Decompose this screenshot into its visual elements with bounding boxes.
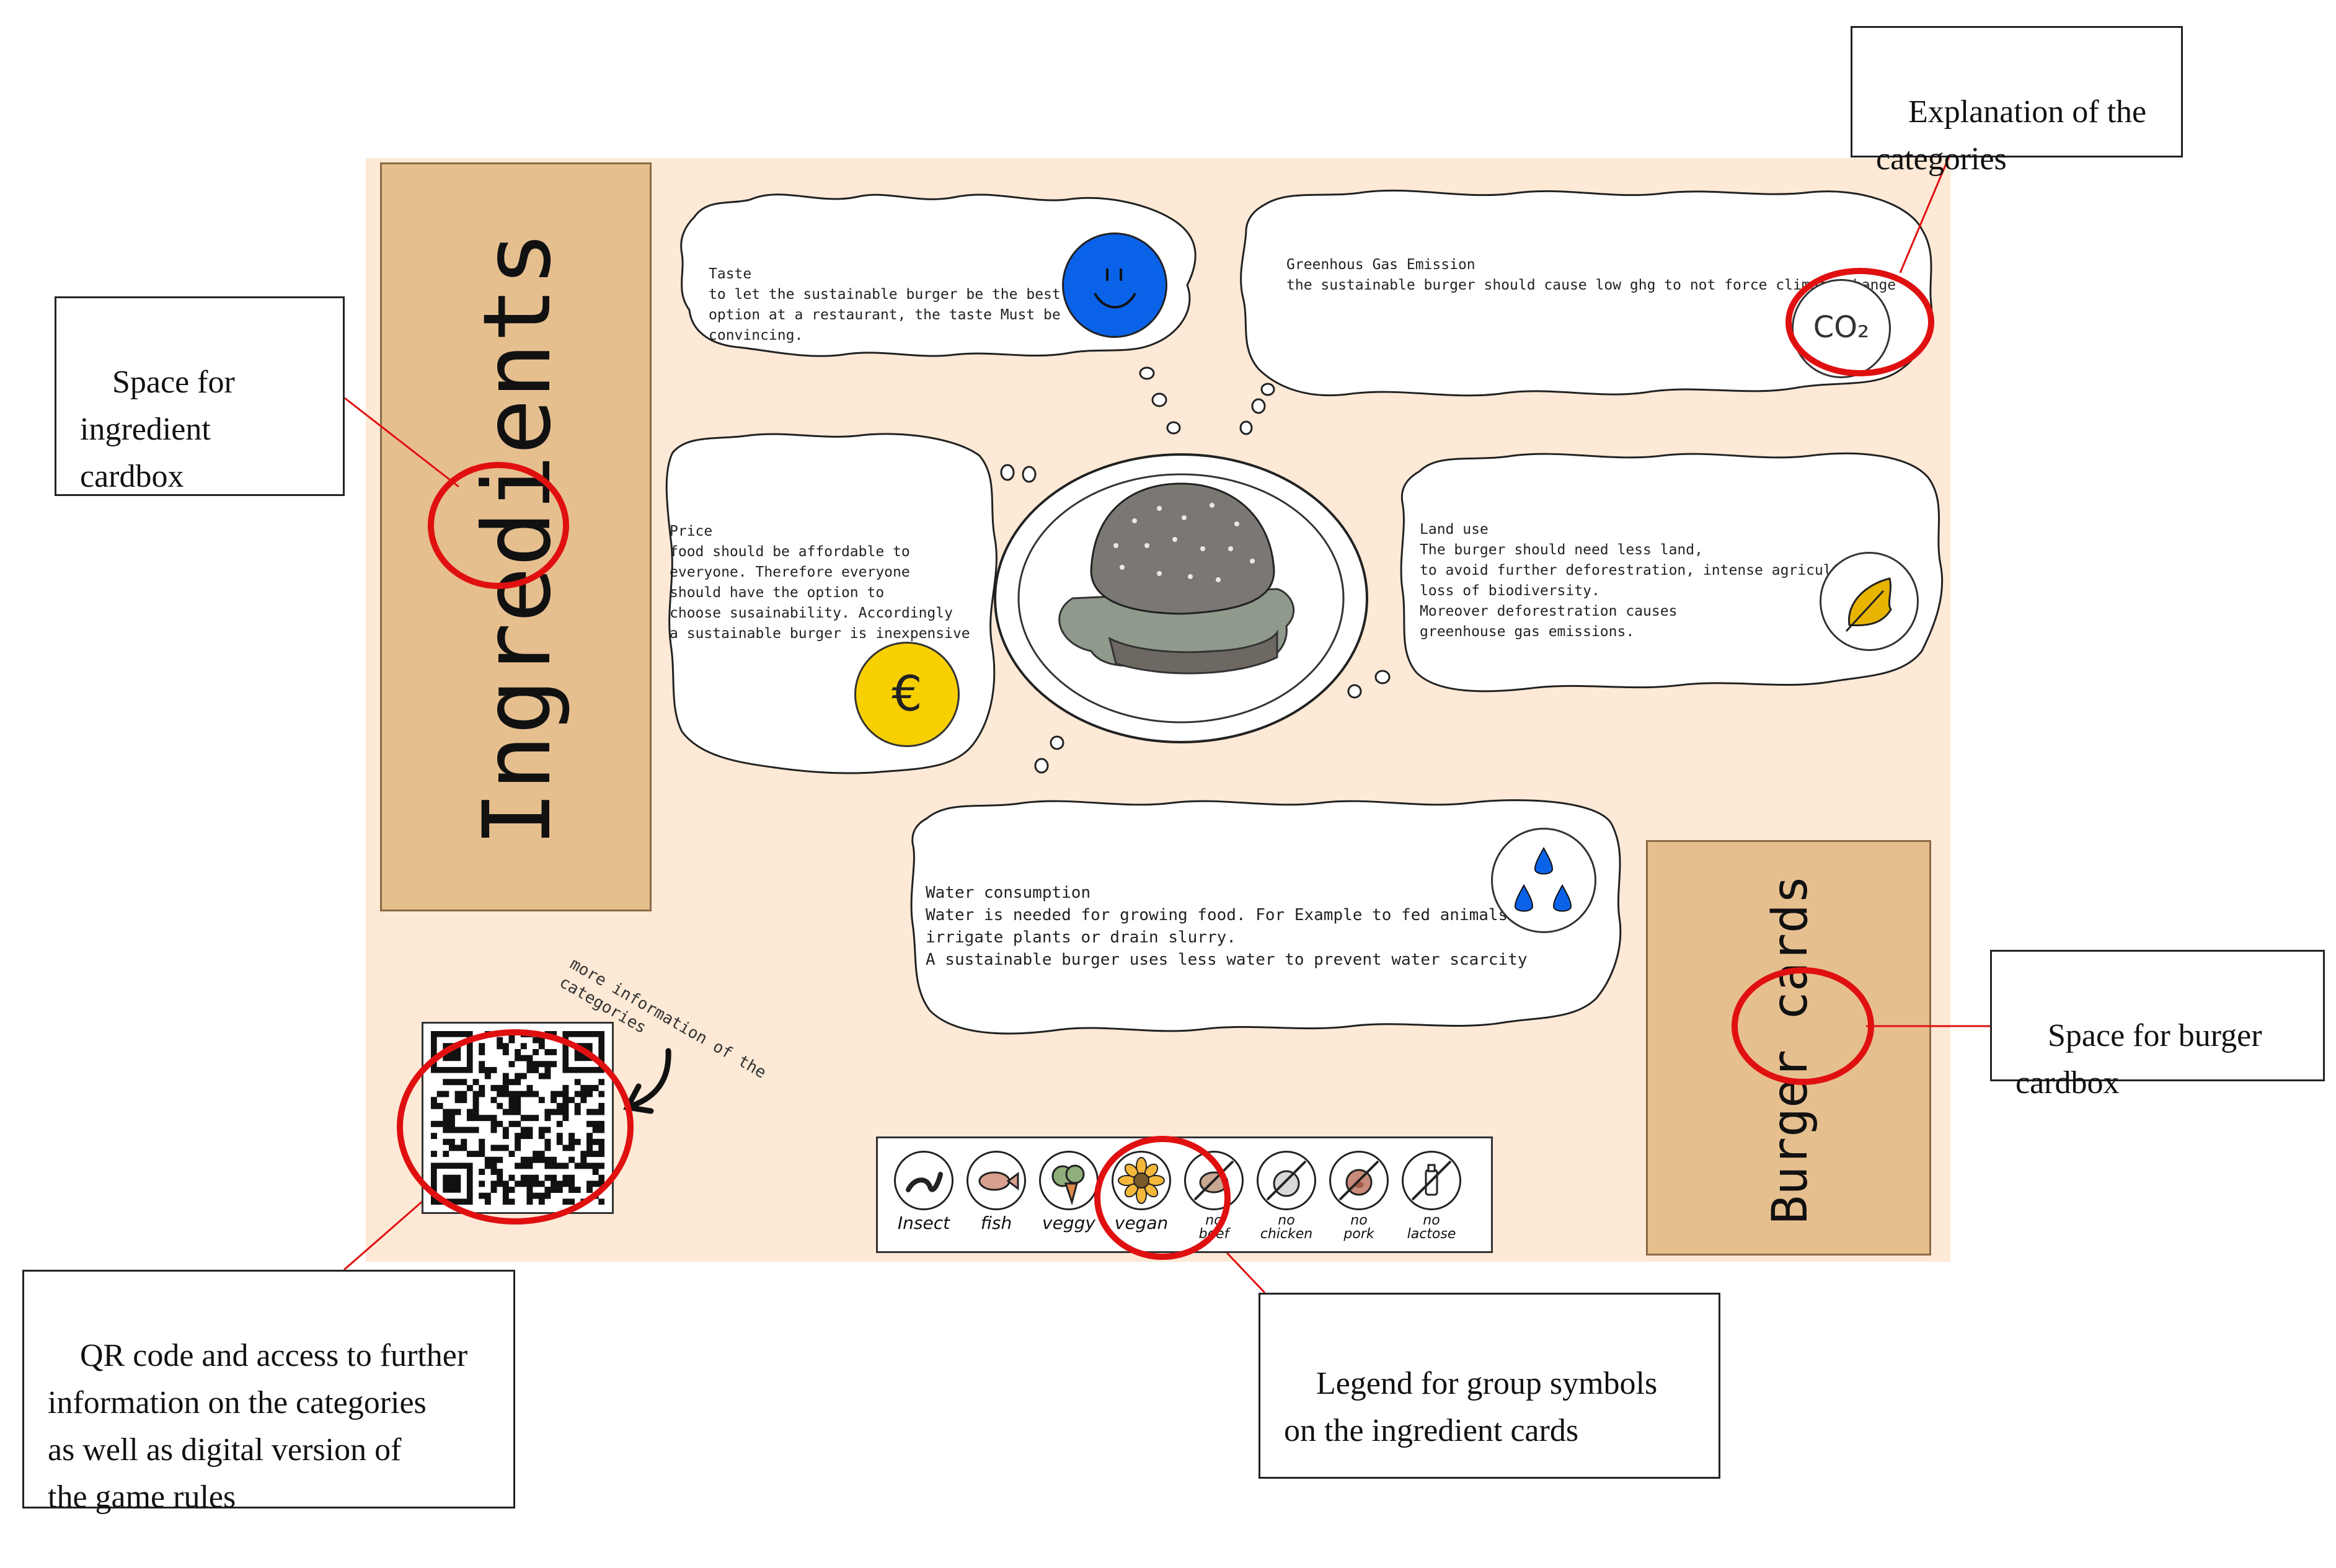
- land-use-title: Land use: [1420, 521, 1489, 538]
- taste-title: Taste: [709, 266, 752, 282]
- callout-burger-space: Space for burger cardbox: [1990, 950, 2325, 1101]
- vegetables-icon: [1039, 1151, 1099, 1210]
- callout-legend: Legend for group symbols on the ingredie…: [1259, 1293, 1720, 1479]
- land-use-bubble: [1400, 452, 1944, 693]
- legend-label-fish: fish: [980, 1213, 1012, 1233]
- ring-vegan: [1094, 1136, 1231, 1260]
- legend-label-no-chicken: no chicken: [1260, 1213, 1313, 1242]
- legend-item-no-lactose: no lactose: [1398, 1151, 1465, 1241]
- callout-categories-text: Explanation of the categories: [1876, 94, 2147, 177]
- legend-label-veggy: veggy: [1042, 1213, 1095, 1233]
- callout-qr-text: QR code and access to further informatio…: [48, 1338, 468, 1515]
- water-title: Water consumption: [926, 884, 1091, 902]
- taste-body: to let the sustainable burger be the bes…: [709, 286, 1061, 343]
- smiley-icon: [1062, 233, 1167, 338]
- callout-ingredient-space-text: Space for ingredient cardbox: [80, 365, 235, 494]
- no-lactose-icon: [1402, 1151, 1461, 1210]
- ring-co2: [1785, 268, 1934, 376]
- no-chicken-icon: [1257, 1151, 1316, 1210]
- water-bubble: [910, 799, 1622, 1035]
- water-body: Water is needed for growing food. For Ex…: [926, 906, 1528, 969]
- euro-icon: €: [854, 642, 960, 747]
- ghg-title: Greenhous Gas Emission: [1286, 257, 1475, 273]
- arrow-to-qr: [623, 1048, 671, 1114]
- oak-leaf-icon: [1820, 552, 1919, 651]
- callout-categories: Explanation of the categories: [1851, 26, 2183, 177]
- burger-plate-illustration: [994, 453, 1368, 743]
- legend-item-no-chicken: no chicken: [1253, 1151, 1320, 1241]
- ring-burger-cards: [1732, 967, 1874, 1085]
- legend-label-no-lactose: no lactose: [1407, 1213, 1456, 1242]
- legend-item-insect: Insect: [890, 1151, 957, 1233]
- ghg-bubble: [1240, 189, 1933, 397]
- price-title: Price: [670, 523, 713, 539]
- legend-label-no-pork: no pork: [1343, 1213, 1374, 1242]
- callout-qr: QR code and access to further informatio…: [22, 1270, 515, 1515]
- taste-text: Taste to let the sustainable burger be th…: [709, 223, 1061, 366]
- ring-ingredients: [428, 462, 569, 589]
- water-drops-icon: [1491, 828, 1596, 933]
- callout-burger-space-text: Space for burger cardbox: [2015, 1018, 2262, 1101]
- legend-item-no-pork: no pork: [1325, 1151, 1392, 1241]
- fish-icon: [967, 1151, 1026, 1210]
- legend-item-veggy: veggy: [1035, 1151, 1102, 1233]
- price-text: Price food should be affordable to everyo…: [670, 481, 970, 665]
- land-use-body: The burger should need less land, to avo…: [1420, 542, 1892, 640]
- worm-icon: [894, 1151, 953, 1210]
- price-body: food should be affordable to everyone. T…: [670, 544, 970, 642]
- taste-bubble: [680, 193, 1197, 357]
- ring-qr: [397, 1029, 634, 1225]
- no-pork-icon: [1329, 1151, 1389, 1210]
- annotated-board-figure: Ingredients Burger cards: [22, 26, 2325, 1515]
- legend-item-fish: fish: [963, 1151, 1030, 1233]
- thought-dots: [1000, 366, 1391, 774]
- board-artwork: [343, 154, 1990, 1294]
- callout-ingredient-space: Space for ingredient cardbox: [55, 296, 345, 496]
- euro-icon-text: €: [891, 667, 922, 722]
- callout-legend-text: Legend for group symbols on the ingredie…: [1284, 1366, 1658, 1448]
- legend-label-insect: Insect: [897, 1213, 950, 1233]
